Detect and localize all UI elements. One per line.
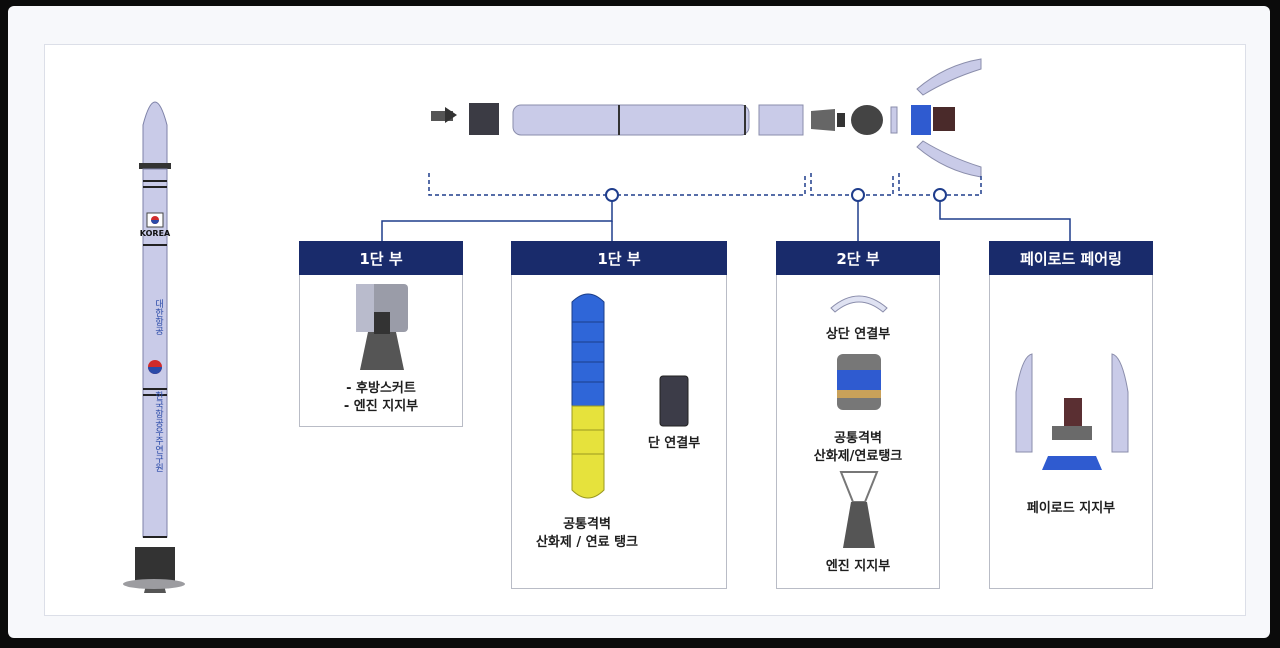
section-box-stage2: 2단 부 상단 연결부 공통격벽 산화제/연료탱크 엔진 지지부 <box>776 241 940 589</box>
section-title: 1단 부 <box>299 241 463 275</box>
window-frame: 1단 부 - 후방스커트 - 엔진 지지부 1단 부 <box>8 6 1270 638</box>
connector-diagram <box>381 58 1071 241</box>
fairing-image <box>1015 353 1129 470</box>
item-label: 산화제/연료탱크 <box>813 449 903 464</box>
rocket-flag-label: KOREA <box>139 229 171 238</box>
item-label: 공통격벽 <box>563 517 611 532</box>
item-label: - 후방스커트 <box>346 381 416 396</box>
stage1-tank-image <box>571 293 605 499</box>
item-label: 공통격벽 <box>834 431 882 446</box>
connector-node-stage1 <box>605 188 619 202</box>
engine-skirt-image <box>356 284 408 370</box>
section-box-stage1-rear: 1단 부 - 후방스커트 - 엔진 지지부 <box>299 241 463 427</box>
rocket-shadow <box>123 579 185 589</box>
rocket-illustration <box>135 101 175 593</box>
diagram-panel: 1단 부 - 후방스커트 - 엔진 지지부 1단 부 <box>44 44 1246 616</box>
section-box-fairing: 페이로드 페어링 페이로드 지지부 <box>989 241 1153 589</box>
section-title: 1단 부 <box>511 241 727 275</box>
stage2-tank-image <box>837 354 881 410</box>
item-label: 단 연결부 <box>647 436 701 451</box>
connector-node-payload <box>933 188 947 202</box>
rocket-side-label-1: 대한항공 <box>153 299 163 335</box>
item-label: 페이로드 지지부 <box>1026 501 1116 516</box>
section-title: 페이로드 페어링 <box>989 241 1153 275</box>
item-label: 상단 연결부 <box>825 327 891 342</box>
item-label: - 엔진 지지부 <box>343 399 419 414</box>
rocket-side-label-2: 한국항공우주연구원 <box>153 391 163 472</box>
section-title: 2단 부 <box>776 241 940 275</box>
interstage-image <box>659 375 689 427</box>
section-box-stage1-tank: 1단 부 공통격벽 산화제 / 연료 탱크 단 연결부 <box>511 241 727 589</box>
connector-node-stage2 <box>851 188 865 202</box>
stage2-engine-image <box>839 471 879 548</box>
upper-adapter-image <box>830 295 888 313</box>
exploded-rocket <box>431 58 982 178</box>
item-label: 산화제 / 연료 탱크 <box>535 535 639 550</box>
item-label: 엔진 지지부 <box>825 559 891 574</box>
